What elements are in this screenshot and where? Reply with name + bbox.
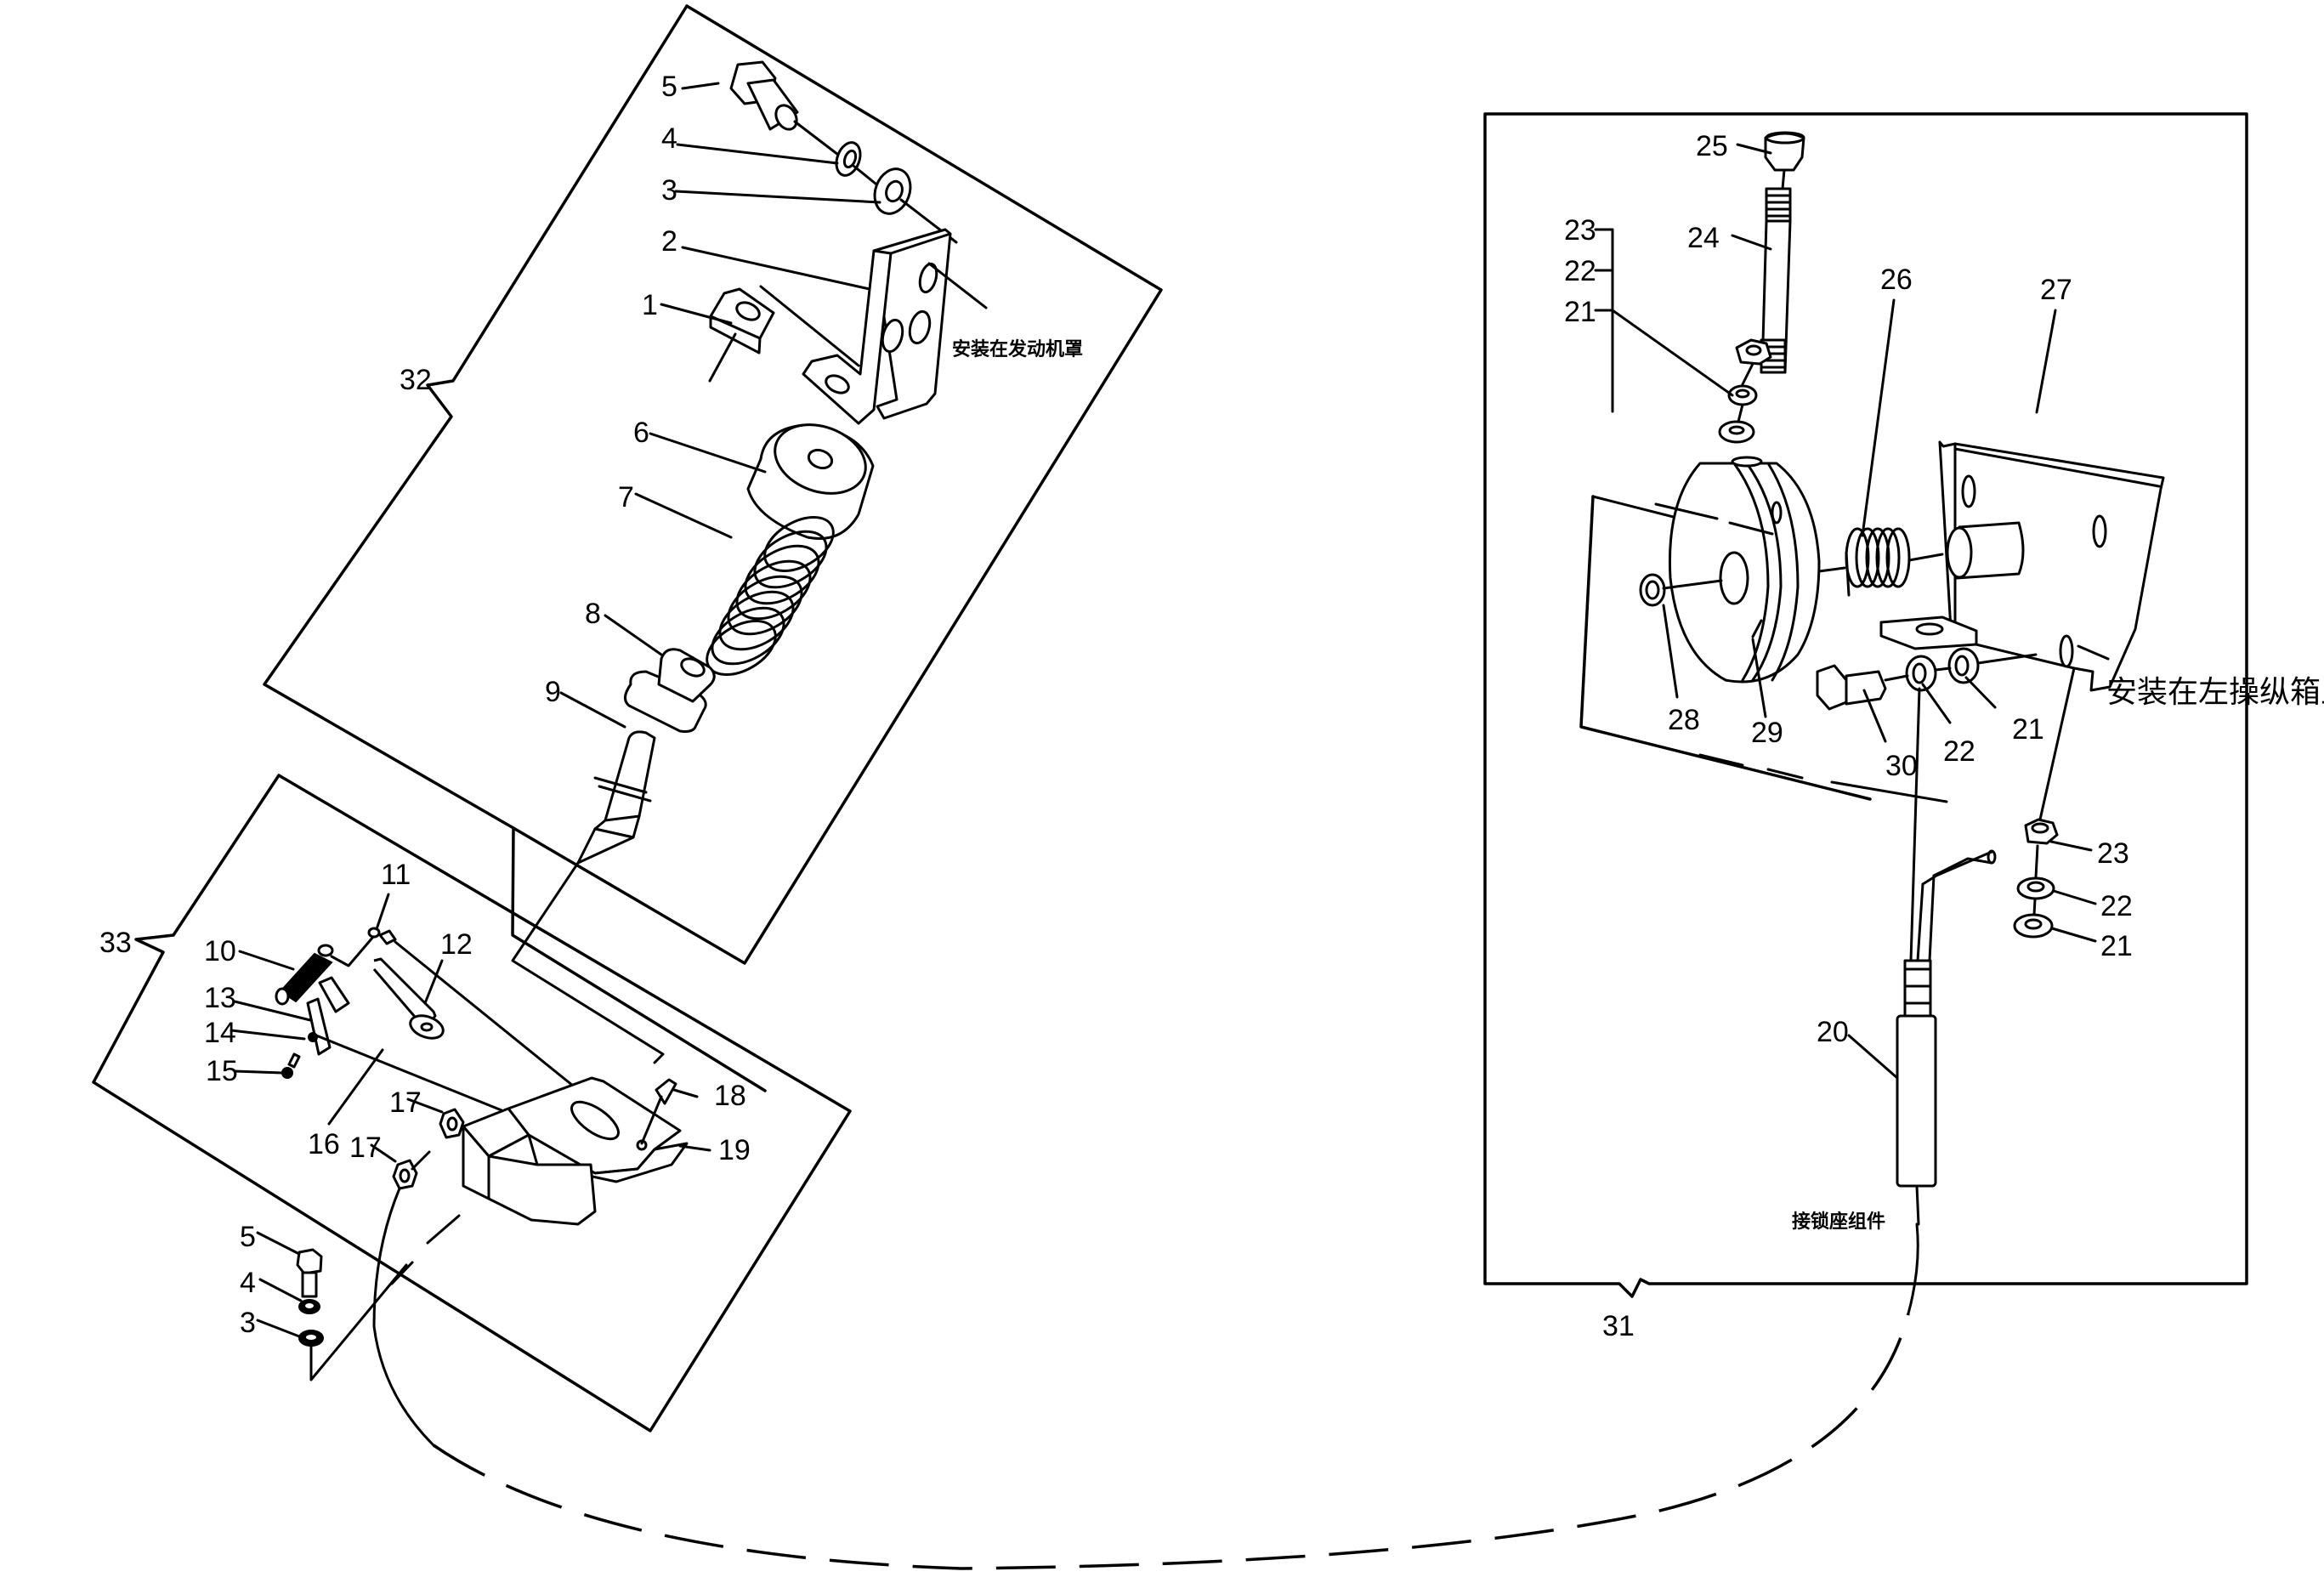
- part-3-flat-washer: [873, 167, 912, 215]
- callout-32: 32: [400, 364, 432, 396]
- part-29-handle-hub: [1668, 456, 1821, 684]
- callout-24: 24: [1687, 222, 1720, 254]
- callout-16: 16: [308, 1128, 340, 1160]
- cable-arc-right: [1907, 1222, 1919, 1315]
- callout-4-lower: 4: [240, 1267, 256, 1299]
- callout-13: 13: [204, 982, 236, 1014]
- part-5-bolt: [729, 60, 799, 131]
- part-3-flat-washer-lower: [298, 1330, 324, 1347]
- mounting-tab: [1879, 615, 1978, 650]
- callout-11: 11: [381, 859, 411, 891]
- group-33-frame: [92, 774, 852, 1432]
- callout-5: 5: [661, 71, 677, 103]
- part-4-lock-washer-lower: [298, 1299, 320, 1314]
- part-26-torsion-spring: [1845, 527, 1911, 597]
- callout-31: 31: [1602, 1310, 1635, 1342]
- part-21-washer-lower: [2013, 913, 2054, 939]
- callout-18: 18: [714, 1080, 746, 1112]
- group-31-frame: [1483, 112, 2248, 1298]
- callout-5-lower: 5: [240, 1221, 256, 1253]
- callout-3: 3: [661, 174, 677, 207]
- part-11-pin: [367, 927, 397, 945]
- callout-14: 14: [204, 1017, 236, 1049]
- annotation-latch-seat-assembly: 接锁座组件: [1792, 1211, 1885, 1233]
- part-6-bushing: [746, 423, 875, 540]
- part-12-cam-plate: [372, 957, 445, 1040]
- callout-6: 6: [633, 417, 649, 449]
- part-27-bracket-plate: [1938, 440, 2165, 692]
- part-30-bolt: [1816, 664, 1887, 711]
- part-13-14-pawl: [306, 976, 350, 1056]
- callout-22-upper: 22: [1564, 255, 1596, 287]
- callout-3-lower: 3: [240, 1307, 256, 1339]
- part-2-l-bracket: [802, 228, 952, 425]
- part-22-washer-lower: [2016, 876, 2055, 900]
- callout-2: 2: [661, 225, 677, 258]
- callout-21-mid: 21: [2012, 713, 2044, 746]
- part-9-plunger-pin: [576, 730, 656, 865]
- callout-33: 33: [99, 927, 132, 959]
- part-23-nut-lower: [2024, 818, 2059, 845]
- cable-dashed-route: [433, 1313, 1910, 1570]
- part-5-bolt-lower: [296, 1248, 323, 1298]
- callout-15: 15: [206, 1055, 238, 1087]
- callout-20: 20: [1817, 1016, 1849, 1048]
- callout-19: 19: [718, 1134, 751, 1166]
- part-17-nut-b: [392, 1159, 418, 1190]
- part-19-latch-plate: [462, 1076, 689, 1226]
- part-10-tension-spring: [275, 944, 334, 1006]
- callout-28: 28: [1668, 704, 1700, 736]
- callout-17-lower: 17: [349, 1132, 382, 1164]
- part-7-compression-spring: [706, 516, 835, 676]
- callout-29: 29: [1751, 717, 1783, 749]
- callout-10: 10: [204, 935, 236, 967]
- mounting-plate-outline: [1579, 495, 1872, 801]
- callout-25: 25: [1696, 130, 1728, 162]
- part-28-washer: [1639, 573, 1666, 607]
- callout-7: 7: [618, 481, 634, 513]
- callout-21-lower: 21: [2100, 930, 2133, 962]
- callout-8: 8: [585, 598, 601, 630]
- part-22-washer-mid: [1905, 655, 1937, 692]
- callout-9: 9: [545, 676, 561, 708]
- cable-arc-left: [372, 1187, 435, 1447]
- annotation-engine-hood: 安装在发动机罩: [952, 338, 1083, 360]
- part-4-lock-washer: [835, 141, 862, 177]
- callout-27: 27: [2040, 274, 2072, 306]
- callout-26: 26: [1880, 264, 1913, 296]
- callout-22-lower: 22: [2100, 890, 2133, 922]
- annotation-left-control-box: 安装在左操纵箱上: [2106, 675, 2324, 710]
- callout-1: 1: [642, 289, 658, 321]
- part-15-screw: [281, 1052, 301, 1079]
- part-21-washer-upper: [1718, 420, 1755, 444]
- group-32-frame: [263, 4, 1163, 1092]
- part-21-washer-mid: [1947, 647, 1980, 684]
- part-8-stepped-bushing: [624, 648, 716, 733]
- callout-30: 30: [1885, 750, 1918, 782]
- callout-23-lower: 23: [2097, 837, 2129, 870]
- callout-21-upper: 21: [1564, 296, 1596, 328]
- callout-22-mid: 22: [1943, 735, 1975, 768]
- callout-4: 4: [661, 122, 677, 155]
- callout-23-upper: 23: [1564, 214, 1596, 247]
- part-25-knob: [1764, 131, 1805, 172]
- callout-17-upper: 17: [389, 1086, 422, 1119]
- part-23-nut-upper: [1735, 338, 1772, 366]
- part-20-cable-rod: [1896, 687, 1997, 1226]
- part-17-nut-a: [439, 1108, 465, 1139]
- callout-12: 12: [440, 928, 473, 961]
